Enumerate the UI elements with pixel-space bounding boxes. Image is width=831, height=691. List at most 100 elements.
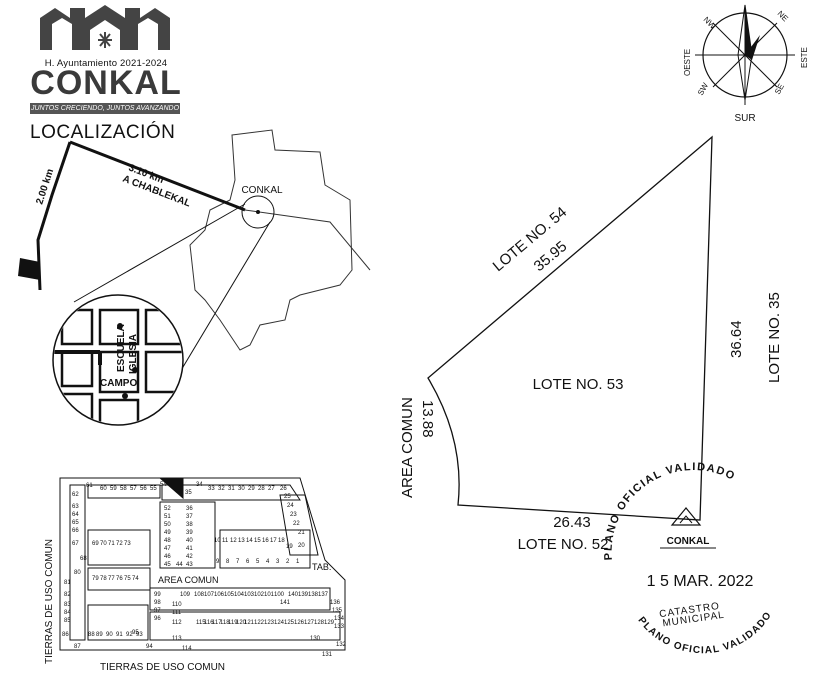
subdivision-lot-numbers: 61 60 59 58 57 56 55 54 35 34 33 32 31 3…	[62, 482, 347, 658]
road-south-distance-label: 2.00 km	[34, 168, 56, 206]
lot-number: 7	[236, 559, 240, 565]
lot-number: 54	[160, 482, 167, 488]
lot-number: 56	[140, 486, 147, 492]
subdivision-map	[59, 477, 346, 651]
lot-number: 95	[132, 630, 139, 636]
lot-number: 10	[214, 538, 221, 544]
lot-number: 4	[266, 559, 270, 565]
stamp-logo-text: CONKAL	[667, 536, 710, 547]
lot-number: 1	[296, 559, 300, 565]
lot-number: 32	[218, 486, 225, 492]
lot-number: 138	[308, 592, 319, 598]
lot-number: 47	[164, 546, 171, 552]
tab-label: TAB.	[312, 562, 331, 572]
lot-number: 50	[164, 522, 171, 528]
lot-number: 15	[254, 538, 261, 544]
bottom-common-land-label: TIERRAS DE USO COMUN	[100, 662, 225, 673]
campo-label: CAMPO	[100, 378, 137, 389]
lot-number: 133	[334, 624, 345, 630]
lot-number: 37	[186, 514, 193, 520]
lot-number: 11	[222, 538, 229, 544]
lot-number: 71	[108, 541, 115, 547]
lot-number: 131	[322, 652, 333, 658]
lot-number: 39	[186, 530, 193, 536]
lot-number: 5	[256, 559, 260, 565]
lot-number: 23	[290, 512, 297, 518]
lot-number: 107	[204, 592, 215, 598]
lot-number: 89	[96, 632, 103, 638]
lot-number: 119	[228, 620, 238, 626]
lot-number: 44	[176, 562, 183, 568]
lot-number: 81	[64, 580, 71, 586]
lot-number: 33	[208, 486, 215, 492]
location-map	[18, 129, 371, 426]
escuela-label: ESCUELA	[116, 324, 127, 372]
south-side-length: 26.43	[553, 514, 591, 531]
town-outline	[189, 129, 353, 351]
lot-number: 75	[124, 576, 131, 582]
lot-number: 86	[62, 632, 69, 638]
lot-number: 74	[132, 576, 139, 582]
lot-number: 127	[304, 620, 315, 626]
lot-number: 92	[126, 632, 133, 638]
lot-number: 78	[100, 576, 107, 582]
lot-number: 9	[216, 559, 220, 565]
area-comun-map-label: AREA COMUN	[158, 575, 219, 585]
logo-slogan-bar: JUNTOS CRECIENDO, JUNTOS AVANZANDO	[30, 103, 180, 114]
lot-number: 111	[172, 610, 182, 616]
lot-number: 51	[164, 514, 171, 520]
lot-number: 55	[150, 486, 157, 492]
lot-number: 123	[264, 620, 275, 626]
lot-number: 8	[226, 559, 230, 565]
lot-number: 100	[274, 592, 285, 598]
lot-number: 61	[86, 483, 93, 489]
lot-number: 132	[336, 642, 347, 648]
lot-number: 40	[186, 538, 193, 544]
compass-sw: SW	[696, 81, 710, 97]
lot-number: 68	[80, 556, 87, 562]
road-to-chablekal	[69, 140, 246, 212]
lot-number: 66	[72, 528, 79, 534]
lot-number: 90	[106, 632, 113, 638]
lot-number: 106	[214, 592, 225, 598]
lot-number: 102	[254, 592, 265, 598]
lot-number: 69	[92, 541, 99, 547]
lot-number: 25	[284, 494, 291, 500]
location-title: LOCALIZACIÓN	[30, 122, 176, 143]
lot-number: 64	[72, 512, 79, 518]
west-side-length: 13.88	[419, 400, 436, 438]
logo-slogan: JUNTOS CRECIENDO, JUNTOS AVANZANDO	[30, 105, 180, 112]
lot-number: 118	[220, 620, 230, 626]
lot-number: 120	[236, 620, 247, 626]
validation-stamp: PLANO OFICIAL VALIDADO CONKAL 1 5 MAR. 2…	[603, 461, 774, 656]
lot-number: 58	[120, 486, 127, 492]
lot-number: 98	[154, 600, 161, 606]
lot-number: 36	[186, 506, 193, 512]
compass-sur: SUR	[734, 113, 755, 124]
lot-number: 114	[182, 646, 192, 652]
logo-subtitle: H. Ayuntamiento 2021-2024	[44, 58, 168, 69]
lot-number: 112	[172, 620, 182, 626]
lot-number: 27	[268, 486, 275, 492]
lot-number: 3	[276, 559, 280, 565]
road-south	[36, 141, 72, 291]
lot-number: 38	[186, 522, 193, 528]
lot-number: 115	[196, 620, 206, 626]
compass-nw: NW	[702, 15, 718, 31]
lot-number: 109	[180, 592, 191, 598]
lot-number: 20	[298, 543, 305, 549]
lot-number: 141	[280, 600, 291, 606]
lot-number: 63	[72, 504, 79, 510]
lot-number: 105	[224, 592, 235, 598]
lot-number: 108	[194, 592, 205, 598]
lot-number: 136	[330, 600, 341, 606]
compass-rose	[695, 4, 795, 105]
compass-este: ESTE	[800, 47, 809, 68]
lot-number: 22	[293, 521, 300, 527]
lot-number: 117	[212, 620, 222, 626]
east-side-length: 36.64	[728, 320, 745, 358]
lot-number: 103	[244, 592, 255, 598]
lot-number: 28	[258, 486, 265, 492]
lot-number: 87	[74, 644, 81, 650]
